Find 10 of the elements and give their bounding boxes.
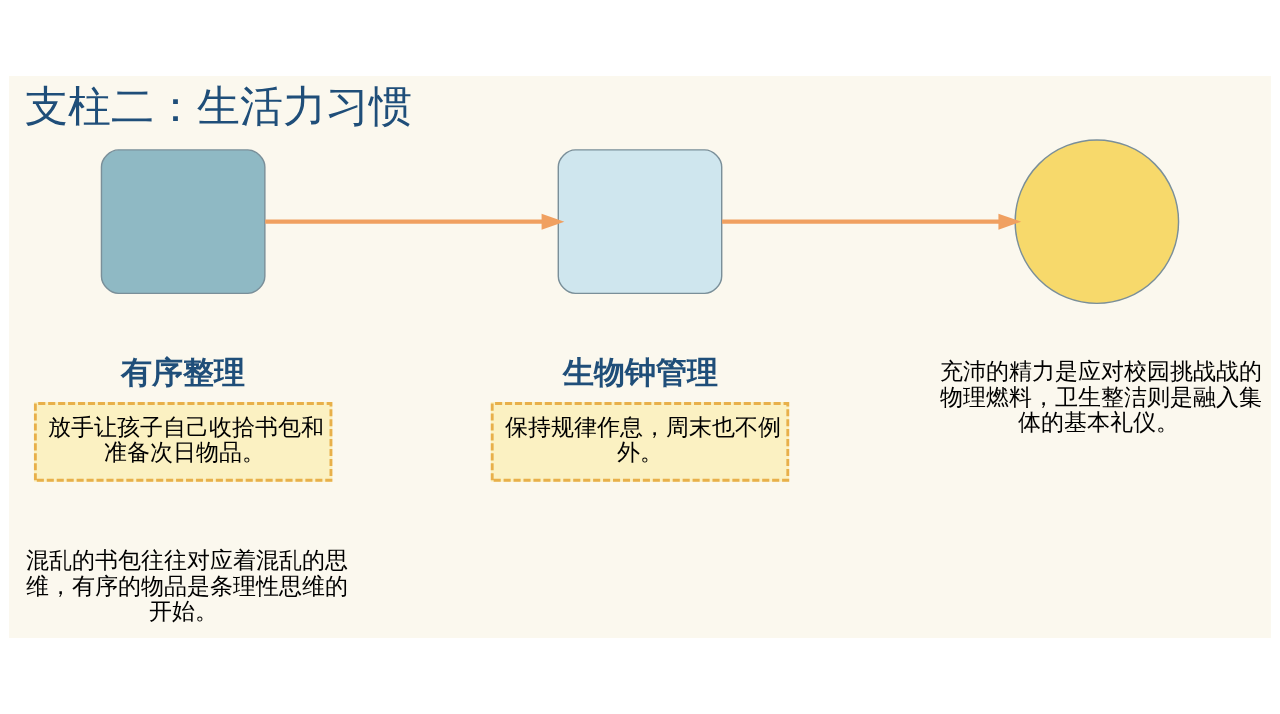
label: 混乱的书包往往对应着混乱的思维，有序的物品是条理性思维的开始。 bbox=[26, 547, 349, 625]
arrow bbox=[265, 213, 565, 230]
node-box bbox=[557, 149, 723, 295]
node-box bbox=[100, 149, 266, 295]
arrow bbox=[722, 213, 1022, 230]
node-circle bbox=[1014, 139, 1180, 305]
node-label: 充沛的精力是应对校园挑战战的物理燃料，卫生整洁则是融入集体的基本礼仪。 bbox=[939, 358, 1262, 436]
node-label: 生物钟管理 bbox=[562, 354, 718, 391]
diagram-title: 支柱二：生活力习惯 bbox=[25, 81, 413, 132]
node-label: 有序整理 bbox=[120, 354, 245, 391]
